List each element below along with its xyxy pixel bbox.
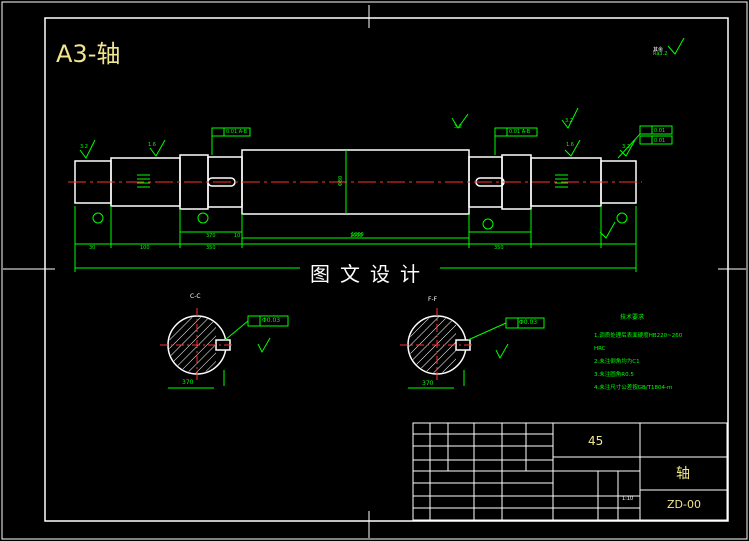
svg-text:1.6: 1.6 <box>148 142 156 148</box>
section-dim-left: 370 <box>182 379 194 386</box>
svg-text:100: 100 <box>140 245 150 251</box>
tech-req-line: 1.调质处理后表面硬度HB220~260 <box>594 333 683 339</box>
roughness-note: 其余 <box>653 47 664 53</box>
tech-req-line: 2.未注倒角均为C1 <box>594 359 640 365</box>
svg-text:350: 350 <box>494 245 504 251</box>
section-dims <box>168 315 545 389</box>
section-label-left: C-C <box>190 293 201 300</box>
svg-text:0.01: 0.01 <box>654 138 665 144</box>
svg-text:0.01 A-B: 0.01 A-B <box>509 129 531 135</box>
dimension-lines <box>74 37 685 272</box>
drawing-title: A3-轴 <box>56 40 121 68</box>
dimension-texts: 3.2 1.6 3.2 3.2 1.6 3.2 Ra3.2 30 100 370… <box>80 51 667 251</box>
thread-hatch <box>137 174 568 188</box>
center-marks <box>3 5 746 538</box>
svg-text:0.01 A-B: 0.01 A-B <box>226 129 248 135</box>
svg-text:1.6: 1.6 <box>566 142 574 148</box>
svg-text:10: 10 <box>234 233 240 239</box>
shaft-length-note: 1000 <box>351 232 364 238</box>
material-label: 45 <box>588 434 604 448</box>
tech-req-line: 3.未注圆角R0.5 <box>594 372 634 378</box>
tech-req-line: HRC <box>594 346 606 352</box>
part-name: 轴 <box>676 466 690 482</box>
center-diameter-note: Φ80 <box>338 175 345 187</box>
key-width-right: Φ0.03 <box>519 319 538 326</box>
tech-req-list: 1.调质处理后表面硬度HB220~260 HRC 2.未注倒角均为C1 3.未注… <box>594 330 682 395</box>
section-centerlines <box>160 308 474 382</box>
svg-text:350: 350 <box>206 245 216 251</box>
scale-value: 1:10 <box>622 496 634 502</box>
svg-text:3.2: 3.2 <box>565 118 573 124</box>
drawing-caption: 图文设计 <box>300 258 440 287</box>
key-width-left: Φ0.03 <box>262 317 281 324</box>
section-dim-right: 370 <box>422 380 434 387</box>
svg-text:0.01: 0.01 <box>654 128 665 134</box>
svg-text:Ra3.2: Ra3.2 <box>653 51 667 57</box>
tech-req-line: 4.未注尺寸公差按GB/T1804-m <box>594 385 673 391</box>
drawing-number: ZD-00 <box>667 498 701 511</box>
svg-text:1000: 1000 <box>350 233 363 239</box>
svg-text:3.2: 3.2 <box>80 144 88 150</box>
svg-text:3.2: 3.2 <box>454 124 462 130</box>
svg-text:3.2: 3.2 <box>622 144 630 150</box>
svg-text:30: 30 <box>89 245 95 251</box>
svg-text:370: 370 <box>206 233 216 239</box>
section-label-right: F-F <box>428 296 438 303</box>
tech-req-heading: 技术要求 <box>620 314 645 321</box>
title-block <box>412 422 728 521</box>
